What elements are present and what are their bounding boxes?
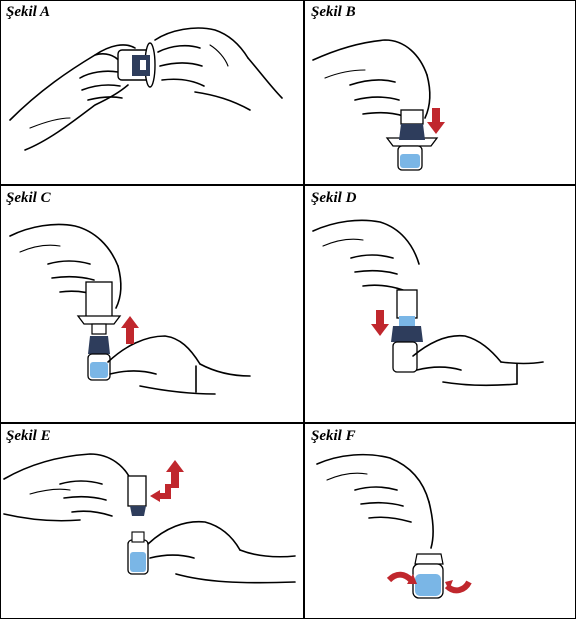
panel-f-label: Şekil F: [311, 428, 356, 444]
up-arrow-icon: [121, 316, 139, 344]
grid-border-left: [0, 0, 1, 619]
panel-a-label: Şekil A: [6, 4, 51, 20]
vial-adapter-icon: [391, 326, 423, 342]
vial-icon: [87, 353, 111, 381]
syringe-body-icon: [85, 281, 113, 319]
panel-d: Şekil D: [305, 186, 576, 422]
grid-divider-horizontal-1: [0, 184, 576, 186]
curved-arrow-icon: [150, 484, 171, 502]
panel-e-label: Şekil E: [6, 428, 51, 444]
grid-divider-vertical: [303, 0, 305, 619]
grid-border-top: [0, 0, 576, 1]
panel-a: Şekil A: [0, 0, 303, 184]
hand-icon: [312, 219, 420, 291]
panel-d-label: Şekil D: [311, 190, 357, 206]
down-arrow-icon: [427, 108, 445, 134]
down-arrow-icon: [371, 310, 389, 336]
vial-adapter-icon: [385, 109, 439, 147]
hand-icon: [9, 223, 122, 309]
panel-a-illustration: [9, 27, 283, 151]
hand-icon: [312, 39, 431, 119]
vial-icon: [397, 145, 423, 171]
right-hand-icon: [154, 27, 283, 111]
vial-icon: [392, 341, 418, 373]
panel-b: Şekil B: [305, 0, 576, 184]
second-hand-icon: [147, 520, 296, 584]
syringe-icon: [127, 475, 147, 516]
twist-arrow-icon: [386, 571, 472, 594]
panel-c-label: Şekil C: [6, 190, 51, 206]
up-arrow-icon: [166, 460, 184, 488]
panel-b-label: Şekil B: [311, 4, 356, 20]
grid-divider-horizontal-2: [0, 422, 576, 424]
left-hand-icon: [9, 44, 136, 151]
vial-icon: [127, 531, 149, 575]
panel-c: Şekil C: [0, 186, 303, 422]
panel-d-illustration: [312, 219, 544, 387]
syringe-body-icon: [396, 289, 418, 326]
second-hand-icon: [412, 334, 544, 387]
second-hand-icon: [107, 335, 251, 395]
panel-e: Şekil E: [0, 424, 303, 619]
hand-icon: [3, 453, 133, 522]
panel-f: Şekil F: [305, 424, 576, 619]
panel-f-illustration: [316, 453, 472, 599]
vial-adapter-icon: [76, 315, 122, 354]
vial-adapter-icon: [117, 42, 156, 88]
vial-icon: [412, 553, 444, 599]
panel-b-illustration: [312, 39, 445, 171]
hand-icon: [316, 453, 434, 549]
panel-c-illustration: [9, 223, 251, 395]
panel-e-illustration: [3, 453, 296, 584]
